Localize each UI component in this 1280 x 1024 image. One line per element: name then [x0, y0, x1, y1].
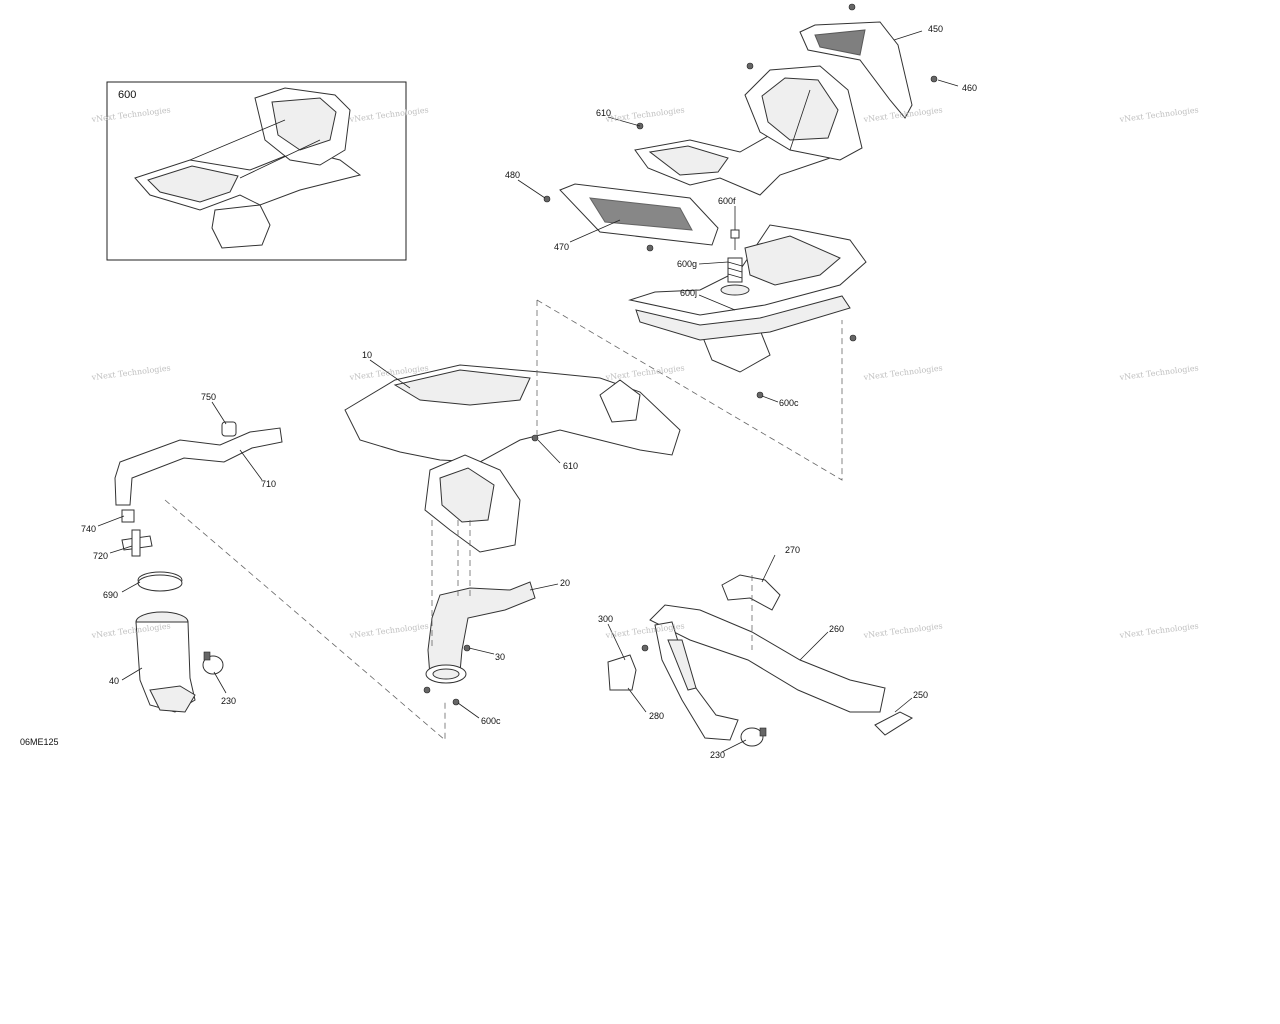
leader-lines	[97, 30, 959, 753]
hose-260	[649, 604, 886, 713]
callout-20: 20	[560, 578, 570, 588]
cap-750	[221, 421, 237, 437]
watermark: vNext Technologies	[1118, 621, 1199, 640]
spring-assembly	[720, 229, 750, 296]
callout-600f: 600f	[718, 196, 736, 206]
callout-610: 610	[596, 108, 611, 118]
callout-30: 30	[495, 652, 505, 662]
filter-40	[135, 611, 196, 713]
callout-610: 610	[563, 461, 578, 471]
callout-720: 720	[93, 551, 108, 561]
callout-40: 40	[109, 676, 119, 686]
hose-270	[721, 574, 781, 611]
watermark: vNext Technologies	[348, 621, 429, 640]
hose-280	[654, 621, 739, 741]
hose-740	[121, 509, 135, 523]
airbox-frame-upper	[634, 65, 863, 196]
watermark: vNext Technologies	[862, 363, 943, 382]
clamp-230-right	[740, 727, 767, 747]
fasteners	[423, 3, 938, 706]
bracket-300	[607, 654, 637, 691]
callout-690: 690	[103, 590, 118, 600]
callout-600g: 600g	[677, 259, 697, 269]
callout-600j: 600j	[680, 288, 697, 298]
tee-720	[121, 529, 153, 557]
watermark: vNext Technologies	[348, 105, 429, 124]
watermark: vNext Technologies	[1118, 105, 1199, 124]
clamp-690	[137, 571, 183, 592]
side-panel-450	[799, 21, 913, 119]
watermark: vNext Technologies	[604, 105, 685, 124]
alignment-lines	[164, 299, 843, 741]
clamp-230-left	[202, 651, 224, 675]
airbox-lower-600	[628, 224, 867, 373]
drawing-code: 06ME125	[20, 737, 59, 747]
callout-740: 740	[81, 524, 96, 534]
callout-460: 460	[962, 83, 977, 93]
callout-450: 450	[928, 24, 943, 34]
watermark: vNext Technologies	[862, 621, 943, 640]
callout-600c: 600c	[481, 716, 501, 726]
callout-280: 280	[649, 711, 664, 721]
clamp-250	[874, 711, 914, 736]
inset-label: 600	[118, 89, 136, 101]
watermark: vNext Technologies	[604, 363, 685, 382]
callout-600c: 600c	[779, 398, 799, 408]
callout-300: 300	[598, 614, 613, 624]
inset-assembly-600: 600	[106, 81, 407, 261]
callout-270: 270	[785, 545, 800, 555]
callout-230: 230	[710, 750, 725, 760]
duct-20	[425, 581, 536, 684]
callout-480: 480	[505, 170, 520, 180]
callout-470: 470	[554, 242, 569, 252]
callout-230: 230	[221, 696, 236, 706]
callout-710: 710	[261, 479, 276, 489]
hose-710	[114, 427, 283, 506]
callout-labels: 450 460 610 480 600f 470 600g 600j 10 60…	[20, 24, 977, 760]
callout-260: 260	[829, 624, 844, 634]
callout-10: 10	[362, 350, 372, 360]
watermark: vNext Technologies	[1118, 363, 1199, 382]
main-airbox-10	[344, 364, 681, 553]
watermark: vNext Technologies	[90, 105, 171, 124]
watermark: vNext Technologies	[90, 363, 171, 382]
callout-250: 250	[913, 690, 928, 700]
callout-750: 750	[201, 392, 216, 402]
